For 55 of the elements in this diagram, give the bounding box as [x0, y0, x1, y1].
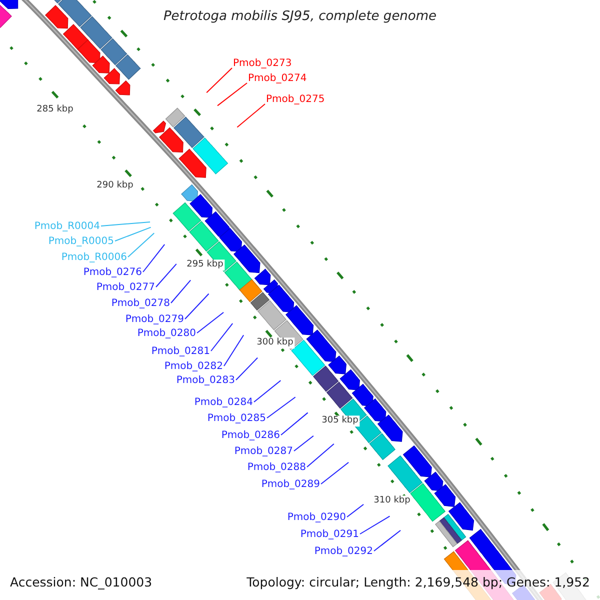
gene-label: Pmob_0282 — [164, 361, 223, 373]
gene-label: Pmob_0288 — [247, 462, 306, 474]
tick-label: 285 kbp — [36, 104, 74, 116]
accession-text: Accession: NC_010003 — [10, 574, 152, 590]
leader-line — [236, 357, 258, 380]
gene-label: Pmob_0274 — [248, 73, 307, 85]
gene-label: Pmob_R0004 — [34, 221, 100, 233]
tick-label: 300 kbp — [256, 338, 294, 348]
leader-line — [210, 322, 234, 352]
gene-label: Pmob_R0005 — [48, 236, 114, 248]
genome-info-text: Topology: circular; Length: 2,169,548 bp; Genes: 1,952 — [246, 574, 590, 590]
gene-label: Pmob_0276 — [83, 267, 142, 279]
leader-line — [217, 82, 248, 106]
gene-label: Pmob_0292 — [314, 546, 373, 558]
gene-label: Pmob_0283 — [176, 375, 235, 387]
leader-line — [374, 530, 402, 552]
diagram-title: Petrotoga mobilis SJ95, complete genome — [163, 9, 437, 25]
gene-label: Pmob_0281 — [151, 346, 210, 358]
tick-label: 290 kbp — [96, 180, 134, 192]
leader-line — [142, 244, 166, 272]
gene-label: Pmob_0285 — [207, 413, 266, 425]
gene-label: Pmob_0277 — [96, 282, 155, 294]
gene-label: Pmob_0278 — [111, 298, 170, 310]
leader-line — [280, 412, 308, 436]
leader-line — [184, 293, 210, 320]
gene-label: Pmob_0291 — [300, 529, 359, 541]
leader-line — [294, 435, 314, 452]
gene-label: Pmob_R0006 — [61, 252, 127, 264]
leader-line — [114, 226, 152, 242]
tick-label: 295 kbp — [186, 260, 224, 270]
leader-line — [128, 232, 155, 258]
gene-label: Pmob_0279 — [125, 314, 184, 326]
tick-label: 310 kbp — [372, 496, 412, 506]
leader-line — [360, 516, 390, 534]
gene-label: Pmob_0287 — [234, 446, 293, 458]
gene-label: Pmob_0286 — [221, 430, 280, 442]
gene-label: Pmob_0289 — [261, 479, 320, 491]
leader-line — [320, 462, 350, 484]
tick-label: 305 kbp — [320, 416, 360, 426]
leader-line — [170, 280, 192, 304]
leader-line — [236, 104, 266, 128]
leader-line — [306, 443, 334, 468]
gene-label: Pmob_0273 — [233, 58, 292, 70]
leader-line — [224, 334, 244, 366]
leader-line — [156, 263, 177, 288]
gene-label: Pmob_0284 — [194, 397, 253, 409]
leader-line — [100, 221, 151, 226]
leader-line — [206, 68, 232, 94]
gene-label: Pmob_0280 — [137, 328, 196, 340]
leader-line — [266, 396, 296, 418]
leader-line — [346, 504, 364, 518]
gene-label: Pmob_0275 — [266, 94, 325, 106]
leader-line — [254, 380, 282, 402]
gene-label: Pmob_0290 — [287, 512, 346, 524]
leader-line — [196, 312, 224, 334]
